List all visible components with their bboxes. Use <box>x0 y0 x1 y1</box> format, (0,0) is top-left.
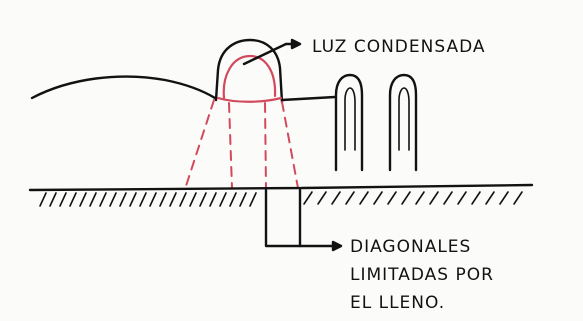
ground-line <box>28 183 534 192</box>
leader-bottom-arrow <box>331 240 343 252</box>
label-diagonals-line1: DIAGONALES <box>350 237 471 257</box>
light-ray-right-inner <box>264 102 267 189</box>
pillar-2 <box>388 73 418 172</box>
skylight-base <box>216 96 283 103</box>
pillar-2-inner <box>398 87 410 151</box>
skylight-opening <box>222 54 277 100</box>
pillar-1 <box>334 73 364 172</box>
light-ray-left-inner <box>228 102 233 189</box>
terrain-curve <box>30 75 217 100</box>
pillar-1-inner <box>344 87 356 151</box>
leader-top-arrow <box>290 38 302 50</box>
ground-hatching <box>39 191 523 207</box>
light-ray-left-outer <box>185 99 215 187</box>
skylight-dome <box>214 38 284 104</box>
label-diagonals-line2: LIMITADAS POR <box>350 265 494 285</box>
label-light: LUZ CONDENSADA <box>312 37 486 57</box>
label-diagonals-line3: EL LLENO. <box>350 293 445 313</box>
roof-line <box>280 95 337 102</box>
light-ray-right-outer <box>281 101 299 189</box>
foundation-shaft <box>264 188 302 248</box>
